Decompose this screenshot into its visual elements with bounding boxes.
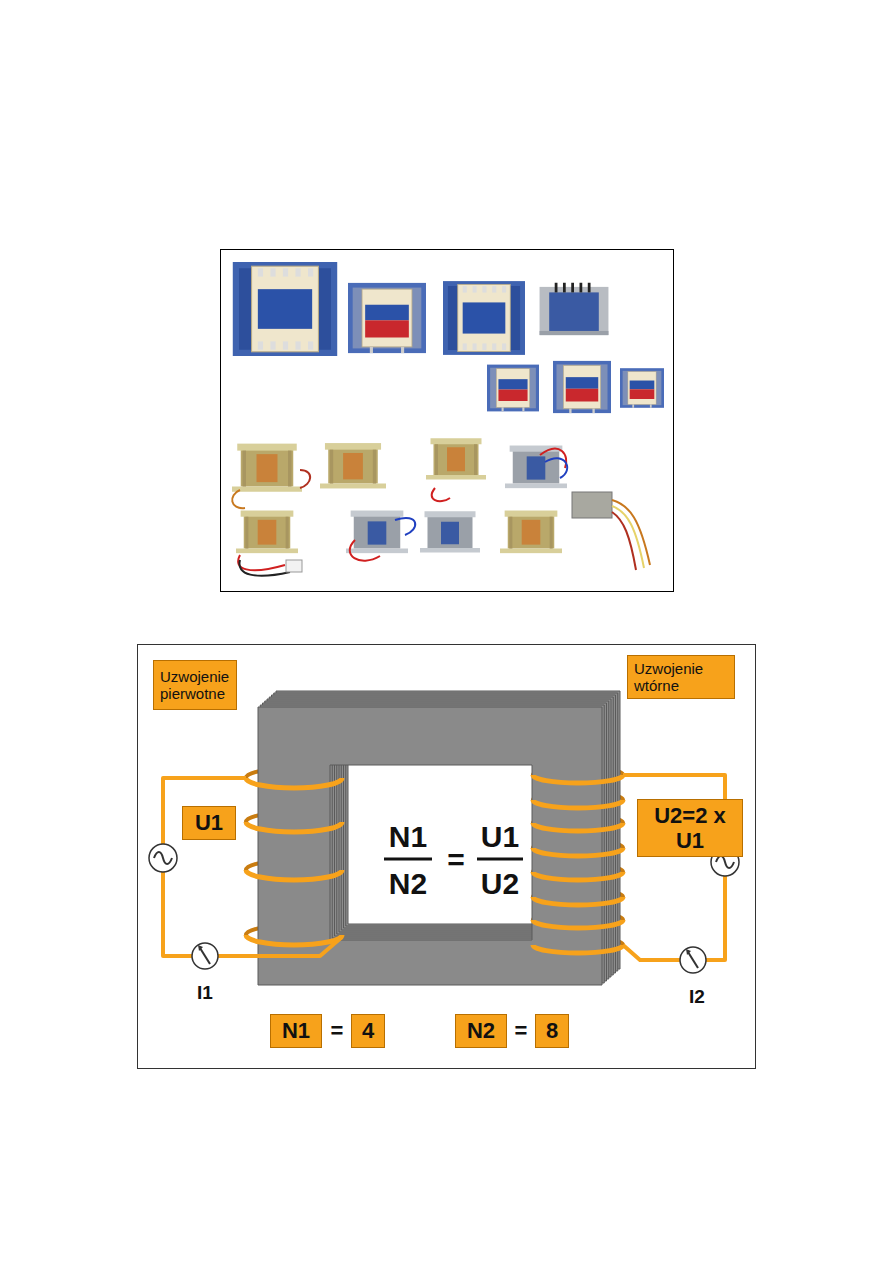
current-label: I1 bbox=[197, 983, 213, 1004]
turns-label: N1 bbox=[270, 1014, 322, 1047]
formula-sign: = bbox=[447, 843, 465, 876]
equals-sign: = bbox=[331, 1019, 344, 1043]
winding-label: Uzwojenie wtórne bbox=[627, 655, 735, 699]
box-text: N1 bbox=[277, 1018, 315, 1043]
box-text: U2=2 x U1 bbox=[644, 803, 736, 854]
formula-term: U2 bbox=[481, 867, 519, 900]
box-text: 4 bbox=[358, 1018, 378, 1043]
formula-term: U1 bbox=[481, 820, 519, 853]
box-text: 8 bbox=[542, 1018, 562, 1043]
transformer-figure bbox=[138, 645, 756, 1069]
voltage-label: U2=2 x U1 bbox=[637, 799, 743, 858]
box-text: Uzwojenie wtórne bbox=[634, 660, 728, 695]
current-label: I2 bbox=[689, 987, 705, 1008]
photo-frame bbox=[221, 250, 674, 592]
box-text: U1 bbox=[189, 810, 229, 835]
fraction-bar bbox=[477, 858, 523, 861]
fraction-bar bbox=[384, 858, 432, 861]
voltage-label: U1 bbox=[182, 806, 236, 839]
box-text: N2 bbox=[462, 1018, 500, 1043]
formula-term: N1 bbox=[389, 820, 427, 853]
equals-sign: = bbox=[515, 1019, 528, 1043]
winding-label: Uzwojenie pierwotne bbox=[153, 660, 237, 710]
ammeter-symbol bbox=[192, 943, 706, 973]
turns-value: 4 bbox=[351, 1014, 385, 1047]
turns-label: N2 bbox=[455, 1014, 507, 1047]
formula-term: N2 bbox=[389, 867, 427, 900]
turns-value: 8 bbox=[535, 1014, 569, 1047]
box-text: Uzwojenie pierwotne bbox=[160, 668, 230, 703]
